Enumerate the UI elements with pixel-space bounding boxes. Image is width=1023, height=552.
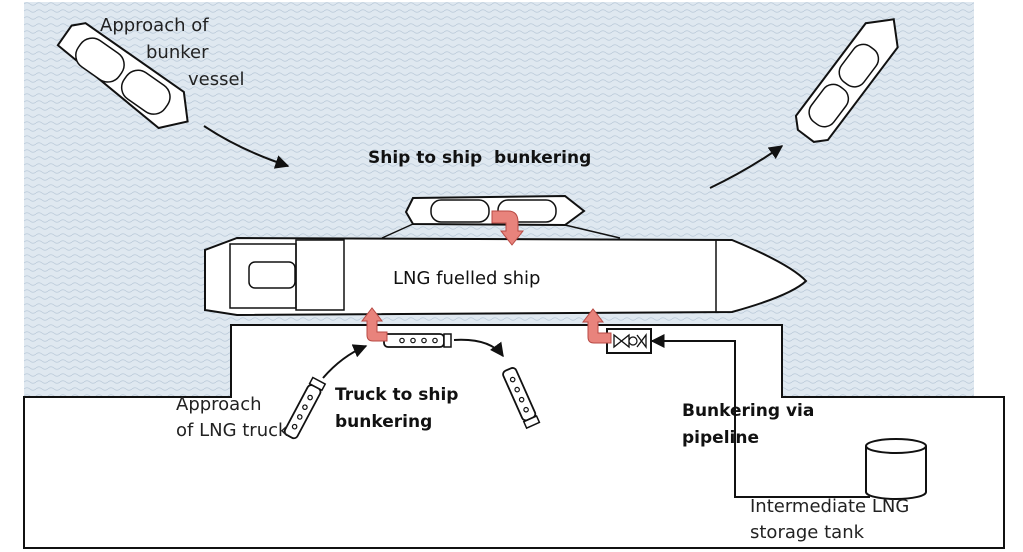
pipeline-line <box>650 334 870 498</box>
label-ship-to-ship-bunkering: Ship to ship bunkering <box>368 148 592 168</box>
truck-to-ship-transfer-arrow <box>360 307 388 342</box>
label-approach-bunker-vessel: Approach of bunker vessel <box>100 15 245 90</box>
intermediate-storage-tank <box>865 438 927 500</box>
truck-approach-arrow <box>322 344 368 379</box>
bunker-vessel-alongside <box>381 194 621 239</box>
label-approach-lng-truck: Approach of LNG truck <box>176 394 289 441</box>
label-lng-fuelled-ship: LNG fuelled ship <box>393 268 541 289</box>
truck-depart-arrow <box>453 338 504 358</box>
lng-truck-at-quay <box>383 333 452 348</box>
bunker-vessel-approaching <box>56 22 189 130</box>
pipeline-manifold <box>606 328 652 354</box>
ship-to-ship-transfer-arrow <box>491 210 525 246</box>
lng-fuelled-ship <box>204 236 808 317</box>
lng-truck-approaching <box>283 376 327 440</box>
lng-truck-departing <box>502 367 541 430</box>
pipeline-transfer-arrow <box>581 308 612 344</box>
quay-land <box>23 324 1005 549</box>
label-bunkering-via-pipeline: Bunkering via pipeline <box>682 401 815 448</box>
label-truck-to-ship-bunkering: Truck to ship bunkering <box>335 385 459 432</box>
label-intermediate-storage-tank: Intermediate LNG storage tank <box>750 496 910 543</box>
vessel-depart-arrow <box>709 145 784 189</box>
vessel-approach-arrow <box>203 125 290 169</box>
bunker-vessel-departing <box>794 18 899 143</box>
